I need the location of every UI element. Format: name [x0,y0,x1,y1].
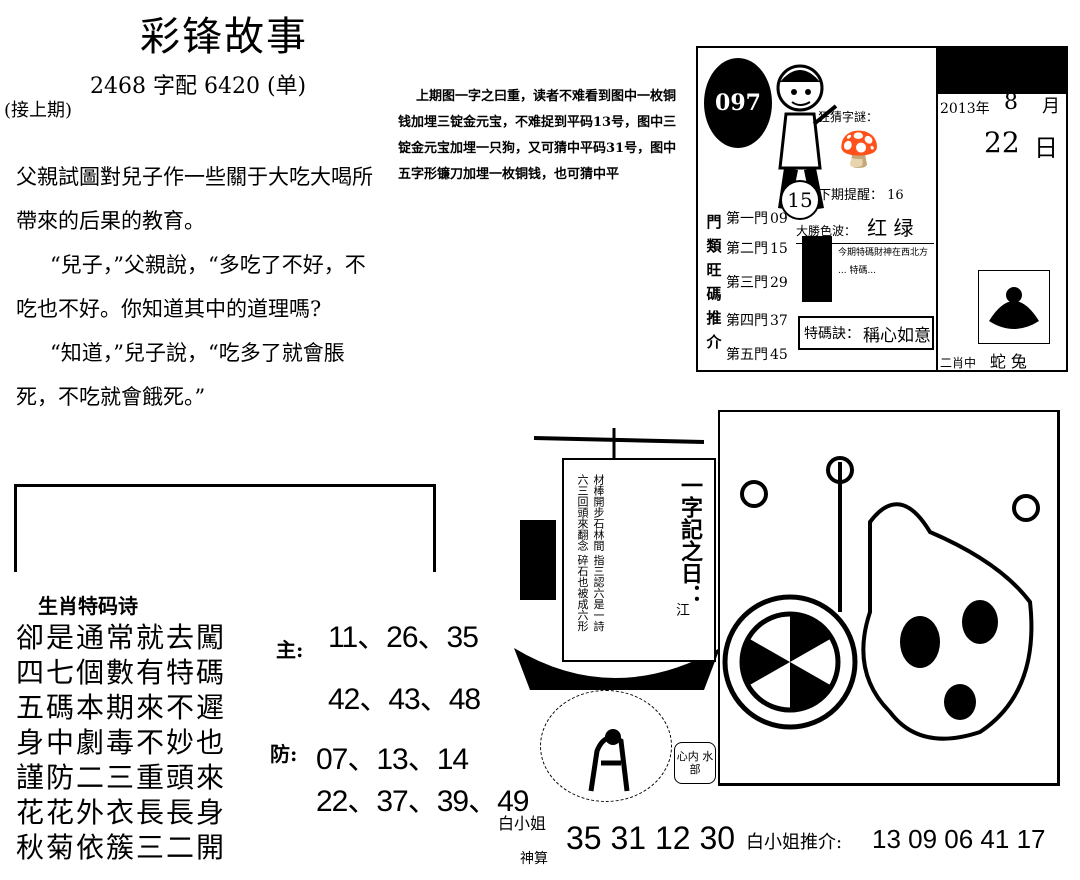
gate-num: 37 [770,313,788,329]
calendar-year: 2013年 [940,101,990,117]
poem-lines: 卻是通常就去闖 四七個數有特碼 五碼本期來不遲 身中劇毒不妙也 謹防二三重頭來 … [16,620,226,865]
zodiac-pick: 二肖中 蛇 兔 [940,348,1027,372]
black-block [802,236,832,302]
calendar-panel: 097 15 狂猜字謎： 🍄 下期提醒： 16 大勝色波： 红 绿 門類旺碼推介… [696,46,1068,372]
poem-line: 謹防二三重頭來 [16,761,227,794]
next-reminder: 下期提醒： 16 [818,184,904,203]
tema-box: 特碼訣： 稱心如意 [798,316,934,350]
recommend-label: 白小姐推介: [746,832,843,853]
gate-label: 第一門 [726,211,768,227]
horse-stamp-icon [540,690,672,802]
main-picks-line-2: 42、43、48 [328,683,481,716]
guard-picks-line-1: 07、13、14 [316,743,469,776]
poem-title: 生肖特码诗 [38,594,138,618]
main-picks-label: 主: [276,638,304,662]
page-subtitle: 2468 字配 6420 (单) [90,74,307,99]
recommend-numbers: 13 09 06 41 17 [872,824,1046,854]
logo-badge: 097 [704,58,772,148]
story-paragraph-2: “兒子，”父親說，“多吃了不好，不吃也不好。你知道其中的道理嗎? [16,253,366,321]
riddle-symbol-icon: 🍄 [838,130,881,170]
poem-line: 卻是通常就去闖 [16,621,227,654]
seal-stamp-icon [978,270,1050,344]
calendar-header-bar [938,48,1068,94]
main-picks-line-1: 11、26、35 [328,621,479,654]
calendar-day-char: 日 [1034,134,1058,162]
bai-label: 白小姐 [498,814,547,833]
scroll-author: 江 [676,603,690,619]
tiny-note: 今期特碼財神在西北方 ... 特碼... [838,248,929,276]
gate-num: 29 [770,275,788,291]
poem-line: 四七個數有特碼 [16,656,227,689]
story-text: 父親試圖對兒子作一些關于大吃大喝所帶來的后果的教育。 “兒子，”父親說，“多吃了… [16,155,378,419]
poem-line: 五碼本期來不遲 [16,691,227,724]
story-paragraph-1: 父親試圖對兒子作一些關于大吃大喝所帶來的后果的教育。 [16,165,373,233]
riddle-label: 狂猜字謎： [818,110,879,124]
gate-num: 15 [770,241,788,257]
gate-num: 45 [770,347,788,363]
zodiac-label: 二肖中 [940,356,977,370]
calendar-day: 22 [984,126,1020,159]
ship-scroll: 一字記之日： 材棒開步石林間 指三認六是一詩 六三回頭來翻念 碎石也被成六形 江 [562,458,716,662]
story-paragraph-3: “知道，”兒子說，“吃多了就會脹死，不吃就會餓死。” [16,341,345,409]
gate-label: 第四門 [726,313,768,329]
bai-numbers: 35 31 12 30 [566,820,736,856]
color-wave-label: 大勝色波： [796,224,857,238]
gate-label: 第二門 [726,241,768,257]
calendar-month-char: 月 [1042,96,1060,117]
calendar-left: 097 15 狂猜字謎： 🍄 下期提醒： 16 大勝色波： 红 绿 門類旺碼推介… [698,48,938,370]
next-reminder-label: 下期提醒： [818,188,884,203]
gate-category-label: 門類旺碼推介 [706,213,722,351]
color-wave: 大勝色波： 红 绿 [796,212,934,244]
guard-picks-line-2: 22、37、39、49 [316,785,529,818]
cow-wheel-icon [722,456,1040,741]
gate-label: 第三門 [726,275,768,291]
shen-label: 神算 [520,851,548,867]
calendar-month: 8 [1004,90,1018,115]
next-reminder-value: 16 [887,188,904,203]
page-title: 彩锋故事 [140,14,308,60]
tema-label: 特碼訣： [804,326,860,342]
gate-num: 09 [770,211,788,227]
zodiac-value: 蛇 兔 [989,352,1027,371]
ship-illustration: 一字記之日： 材棒開步石林間 指三認六是一詩 六三回頭來翻念 碎石也被成六形 江 [514,428,720,698]
scroll-text: 材棒開步石林間 指三認六是一詩 六三回頭來翻念 碎石也被成六形 [576,474,605,632]
poem-line: 秋菊依簇三二開 [16,831,227,864]
calendar-date: 2013年 8 月 22 日 二肖中 蛇 兔 [938,48,1068,372]
continued-label: (接上期) [4,100,73,121]
number-badge: 15 [780,180,820,220]
tema-value: 稱心如意 [863,325,931,346]
poem-line: 花花外衣長長身 [16,796,227,829]
riddle-text: 上期图一字之曰重，读者不难看到图中一枚铜钱加埋三锭金元宝，不难捉到平码13号，图… [398,89,677,182]
heart-water-badge: 心内 水部 [674,742,716,784]
scroll-title: 一字記之日： [677,474,703,606]
guard-picks-label: 防: [270,742,298,766]
poem-line: 身中劇毒不妙也 [16,726,227,759]
empty-frame [14,484,436,572]
gate-label: 第五門 [726,347,768,363]
color-wave-value: 红 绿 [867,216,914,240]
picture-frame [718,410,1060,786]
